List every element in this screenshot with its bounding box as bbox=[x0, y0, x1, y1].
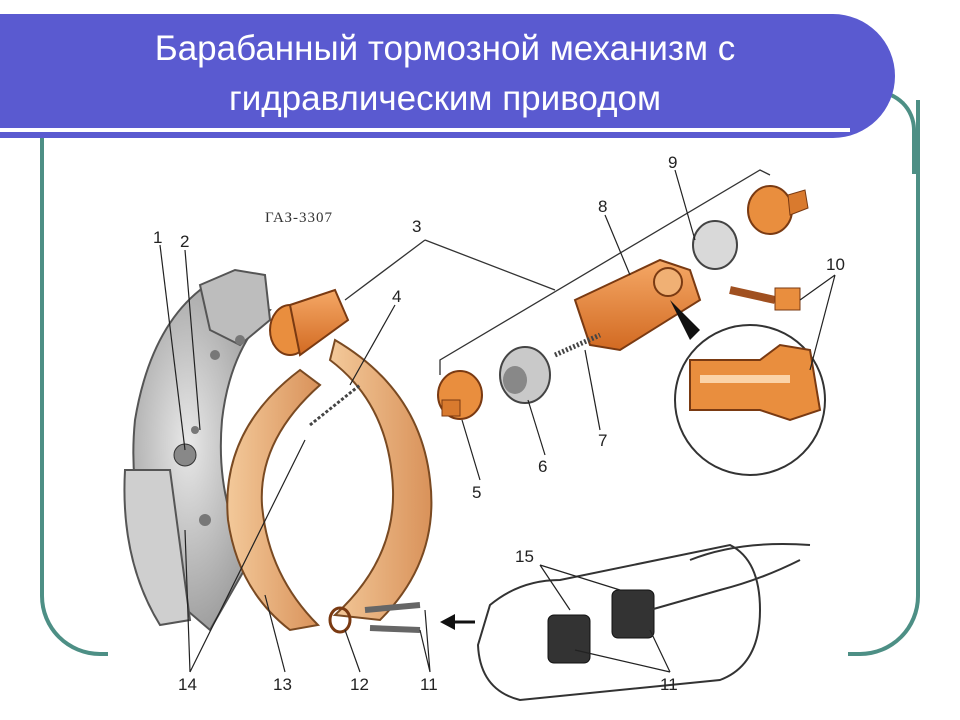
adjustment-tool-inset bbox=[476, 543, 811, 702]
label-10: 10 bbox=[826, 255, 845, 274]
label-4: 4 bbox=[392, 287, 401, 306]
label-13: 13 bbox=[273, 675, 292, 694]
label-9: 9 bbox=[668, 153, 677, 172]
slide-title: Барабанный тормозной механизм с гидравли… bbox=[0, 24, 890, 124]
detail-inset bbox=[670, 300, 826, 476]
title-line-1: Барабанный тормозной механизм с bbox=[154, 29, 736, 68]
title-line-2: гидравлическим приводом bbox=[228, 79, 662, 118]
label-11-right: 11 bbox=[660, 675, 678, 694]
title-underline bbox=[0, 128, 850, 132]
arrow-head bbox=[440, 614, 455, 630]
model-label: ГАЗ-3307 bbox=[265, 210, 333, 226]
ring-9 bbox=[692, 220, 738, 270]
label-8: 8 bbox=[598, 197, 607, 216]
label-5: 5 bbox=[472, 483, 481, 502]
piston-5 bbox=[437, 370, 483, 420]
return-spring bbox=[309, 383, 361, 427]
label-6: 6 bbox=[538, 457, 547, 476]
spring-7 bbox=[553, 332, 602, 358]
label-12: 12 bbox=[350, 675, 369, 694]
eccentric-parts bbox=[328, 602, 421, 634]
leader-lines bbox=[159, 169, 836, 673]
label-15: 15 bbox=[515, 547, 534, 566]
wheel-cylinder-part-3 bbox=[269, 288, 350, 357]
wheel-cylinder-body bbox=[573, 258, 702, 352]
leader-3 bbox=[344, 239, 556, 301]
label-1: 1 bbox=[153, 228, 162, 247]
label-7: 7 bbox=[598, 431, 607, 450]
bleeder-screw-10 bbox=[729, 286, 801, 311]
end-piston-top bbox=[747, 185, 809, 235]
cup-6 bbox=[499, 346, 551, 404]
title-banner bbox=[0, 14, 895, 138]
bracket-exploded bbox=[439, 169, 771, 375]
brake-shoe-front bbox=[226, 368, 322, 632]
label-14: 14 bbox=[178, 675, 197, 694]
brake-shoe-rear bbox=[328, 338, 433, 622]
label-2: 2 bbox=[180, 232, 189, 251]
label-3: 3 bbox=[412, 217, 421, 236]
label-11-left: 11 bbox=[420, 675, 438, 694]
